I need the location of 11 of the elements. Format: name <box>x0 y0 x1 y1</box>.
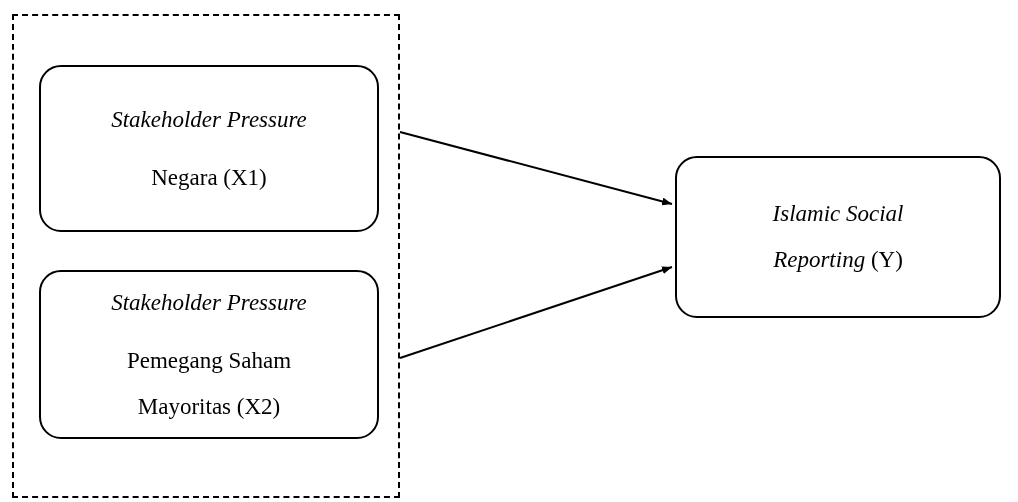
box-text: Negara (X1) <box>151 163 267 192</box>
rounded-box <box>39 270 379 439</box>
box-heading: Stakeholder Pressure <box>111 105 307 134</box>
box-text: Islamic Social Reporting (Y) <box>771 200 905 274</box>
rounded-box <box>39 65 379 232</box>
dashed-group-box <box>12 14 400 498</box>
arrow <box>399 131 673 206</box>
box-heading: Stakeholder Pressure <box>111 288 307 317</box>
arrow <box>399 266 673 359</box>
rounded-box <box>675 156 1001 318</box>
box-text: Pemegang Saham Mayoritas (X2) <box>125 346 293 421</box>
